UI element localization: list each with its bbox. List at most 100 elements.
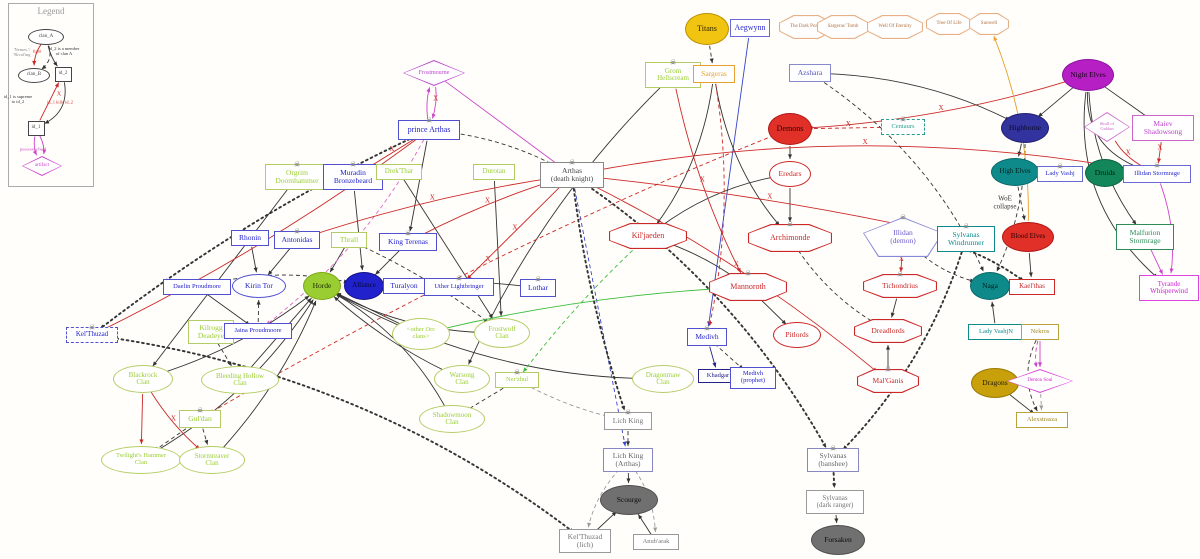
edge-label: X [863,138,868,146]
node-aegwynn: Aegwynn [730,19,770,37]
node-antonidas: Antonidas☠ [274,228,320,249]
arrowhead [625,441,631,446]
node-horde: Horde [303,272,341,300]
arrowhead [653,527,658,533]
arrowhead [204,439,209,445]
floating-label: id_1 is supreme to id_2 [3,94,33,104]
skull-icon: ☠ [899,213,907,222]
skull-icon: ☠ [896,270,904,279]
edge-arthas_dk-illidan_sr [585,145,1147,173]
floating-label: fight [32,48,42,54]
node-l_artifact: artifact [22,156,62,176]
node-naga: Naga [970,272,1010,300]
arrowhead [1169,268,1174,274]
edge-label: X [430,193,435,201]
skull-icon: ☠ [1153,161,1161,170]
edge-label: X [899,255,904,263]
skull-icon: ☠ [293,160,301,169]
node-warsong: Warsong Clan [434,365,490,393]
edge-shadowmoon-horde [335,293,446,407]
node-shadowmoon: Shadowmoon Clan [419,405,485,433]
arrowhead [621,405,626,411]
skull-icon: ☠ [669,58,677,67]
node-bleeding: Bleeding Hollow Clan [201,366,279,394]
node-muradin: Muradin Bronzebeard☠ [323,161,383,190]
arrowhead [822,442,827,448]
arrowhead [1131,219,1137,225]
arrowhead [1158,269,1163,275]
node-sylv_banshee: Sylvanas (banshee)☠ [807,445,859,472]
node-arthas_dk: Arthas (death knight)☠ [540,158,604,188]
skull-icon: ☠ [1056,162,1064,171]
edge-label: X [1126,148,1131,156]
arrowhead [256,299,261,305]
node-lady_vashj: Lady Vashj☠ [1037,162,1083,182]
floating-label: possesses/held [19,146,47,152]
node-tichondrius: Tichondrius☠ [863,270,937,298]
arrowhead [426,87,431,93]
skull-icon: ☠ [513,368,521,377]
node-sylv_ranger: Sylvanas (dark ranger) [806,490,864,514]
arrowhead [309,299,314,305]
edge-mannoroth-other_clans [438,287,734,331]
edge-orgrim-blackrock [152,187,289,367]
edge-label: X [171,415,176,423]
node-mannoroth: Mannoroth☠ [709,269,787,301]
node-malganis: Mal'Ganis☠ [857,365,919,393]
edge-daelin-jaina [204,291,251,326]
arrowhead [408,226,413,232]
edge-label: X [734,260,739,268]
arrowhead [1033,362,1038,368]
node-highborne: Highborne [1001,113,1049,143]
arrowhead [42,149,47,155]
edge-prince_arthas-frostmourne [426,87,431,120]
edge-nerzhul-lich_king [524,383,618,420]
arrowhead [1037,362,1043,367]
arrowhead [523,367,528,373]
edge-drekthar-frostwolf [403,179,494,319]
skull-icon: ☠ [884,365,892,374]
edge-label: X [846,120,851,128]
node-demons: Demons [768,113,812,145]
edge-label: X [485,197,490,205]
node-well_eternity: Well Of Eternity [867,15,923,39]
edge-label: X [700,175,705,183]
arrowhead [996,266,1001,272]
node-sunwell: Sunwell [969,13,1009,35]
node-lich_king: Lich King☠ [604,409,652,430]
node-archimonde: Archimonde☠ [748,220,832,252]
skull-icon: ☠ [744,269,752,278]
edge-night_elves-tyrande [1083,91,1159,279]
node-kaelthas: Kael'thas [1009,279,1055,295]
legend-title: Legend [37,6,65,16]
edge-label: X [767,193,772,201]
node-rhonin: Rhonin [231,230,269,246]
arrowhead [468,359,473,365]
edge-arthas_dk-king_terenas [417,178,559,238]
floating-label: id_1 kills id_2 [46,99,74,105]
node-durotan: Durotan [473,164,515,180]
node-blackrock: Blackrock Clan [113,365,173,393]
skull-icon: ☠ [404,229,412,238]
edge-frostmourne-arthas_dk [444,80,561,167]
arrowhead [622,441,627,447]
edge-eredars-kiljaeden [659,176,777,228]
edge-king_terenas-alliance [374,248,402,276]
node-kelthuzad: Kel'Thuzad☠ [66,323,118,343]
node-king_terenas: King Terenas☠ [379,229,437,251]
edge-sylvanas_w-sylv_banshee [841,251,963,451]
node-guldan: Gul'dan☠ [179,407,221,428]
edge-dragons-alexstrasza [1007,392,1035,415]
node-alexstrasza: Alexstrasza [1016,412,1068,428]
arrowhead [1021,215,1026,221]
arrowhead [709,58,714,64]
node-kiljaeden: Kil'jaeden [609,223,687,249]
node-high_elves: High Elves [991,158,1039,186]
skull-icon: ☠ [88,323,96,332]
arrowhead [1033,406,1038,412]
node-kirin_tor: Kirin Tor [232,274,286,298]
skull-icon: ☠ [568,158,576,167]
edge-label: X [485,255,490,263]
arrowhead [626,478,631,484]
